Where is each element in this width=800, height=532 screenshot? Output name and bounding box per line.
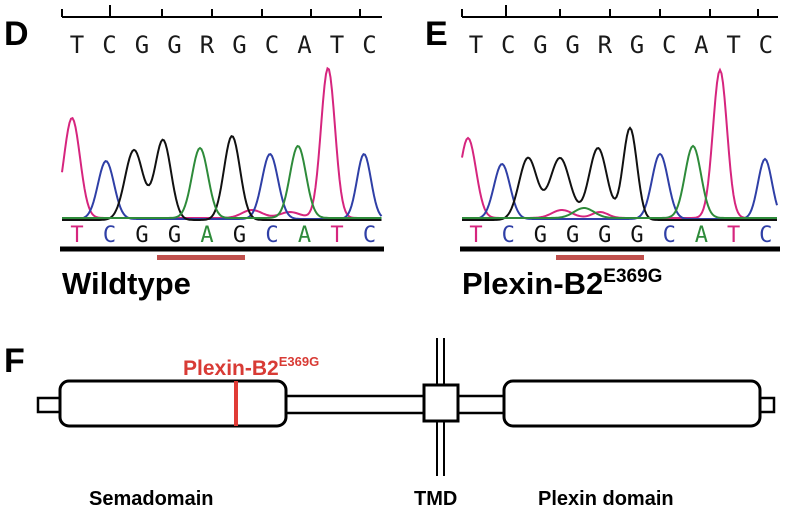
base-letter: G: [167, 31, 181, 59]
base-letter: T: [469, 223, 482, 248]
semadomain-box: [58, 379, 288, 428]
base-letter: T: [469, 31, 483, 59]
base-letter: G: [135, 31, 149, 59]
base-letter: C: [663, 223, 676, 248]
panel-caption-mutant: Plexin-B2E369G: [462, 266, 662, 301]
base-letter: C: [265, 223, 278, 248]
linker-segment: [283, 394, 427, 415]
base-letter: G: [565, 31, 579, 59]
trace-G: [462, 126, 777, 221]
base-letter: C: [363, 223, 376, 248]
base-letter: G: [534, 223, 547, 248]
mutation-site-highlight: [157, 255, 245, 260]
c-terminus-stub: [758, 396, 776, 414]
base-letter: C: [759, 223, 772, 248]
base-letter: C: [501, 31, 515, 59]
base-letter: T: [70, 31, 84, 59]
base-letter: C: [265, 31, 279, 59]
chromatogram-traces: [461, 67, 778, 221]
panel-f-domain-schematic: F Plexin-B2E369G Semadomain TMD Plexin d…: [4, 338, 776, 510]
base-letter: C: [662, 31, 676, 59]
n-terminus-stub: [36, 396, 64, 414]
panel-letter-d: D: [4, 15, 29, 53]
base-letter: A: [200, 223, 213, 248]
semadomain-label: Semadomain: [89, 488, 213, 510]
base-letter: T: [330, 31, 344, 59]
base-letter: T: [726, 31, 740, 59]
base-letter: T: [70, 223, 83, 248]
base-letter: G: [168, 223, 181, 248]
base-letter: T: [727, 223, 740, 248]
base-letter: G: [232, 31, 246, 59]
base-letter: G: [630, 31, 644, 59]
linker-segment: [456, 394, 508, 415]
base-letter: A: [694, 31, 709, 59]
trace-T: [61, 66, 382, 219]
base-letter: G: [233, 223, 246, 248]
base-letter: A: [695, 223, 708, 248]
position-ruler: [461, 5, 778, 18]
position-ruler: [61, 5, 382, 18]
plexin-domain-label: Plexin domain: [538, 488, 674, 510]
mutation-label: Plexin-B2E369G: [183, 354, 319, 380]
base-letter: C: [103, 223, 116, 248]
trace-A: [62, 144, 382, 219]
base-letter: T: [330, 223, 343, 248]
trace-T: [461, 67, 777, 219]
base-letter: G: [533, 31, 547, 59]
base-letter: G: [135, 223, 148, 248]
panel-letter-e: E: [425, 15, 448, 53]
base-letter: G: [598, 223, 611, 248]
base-letter: C: [759, 31, 773, 59]
base-letter: R: [200, 31, 215, 59]
tmd-box: [422, 383, 460, 423]
panel-letter-f: F: [4, 342, 25, 380]
chromatogram-traces: [61, 66, 383, 221]
base-letter: A: [297, 31, 312, 59]
trace-G: [62, 135, 382, 221]
tmd-label: TMD: [414, 488, 457, 510]
base-letter: C: [362, 31, 376, 59]
base-letter: G: [630, 223, 643, 248]
plexin-domain-box: [502, 379, 762, 428]
base-letter: A: [298, 223, 311, 248]
base-letter: G: [566, 223, 579, 248]
base-letter: C: [502, 223, 515, 248]
base-letter: C: [102, 31, 116, 59]
base-letter: R: [598, 31, 613, 59]
mutation-site-highlight: [556, 255, 644, 260]
trace-A: [462, 144, 777, 219]
panel-caption-wildtype: Wildtype: [62, 266, 191, 301]
